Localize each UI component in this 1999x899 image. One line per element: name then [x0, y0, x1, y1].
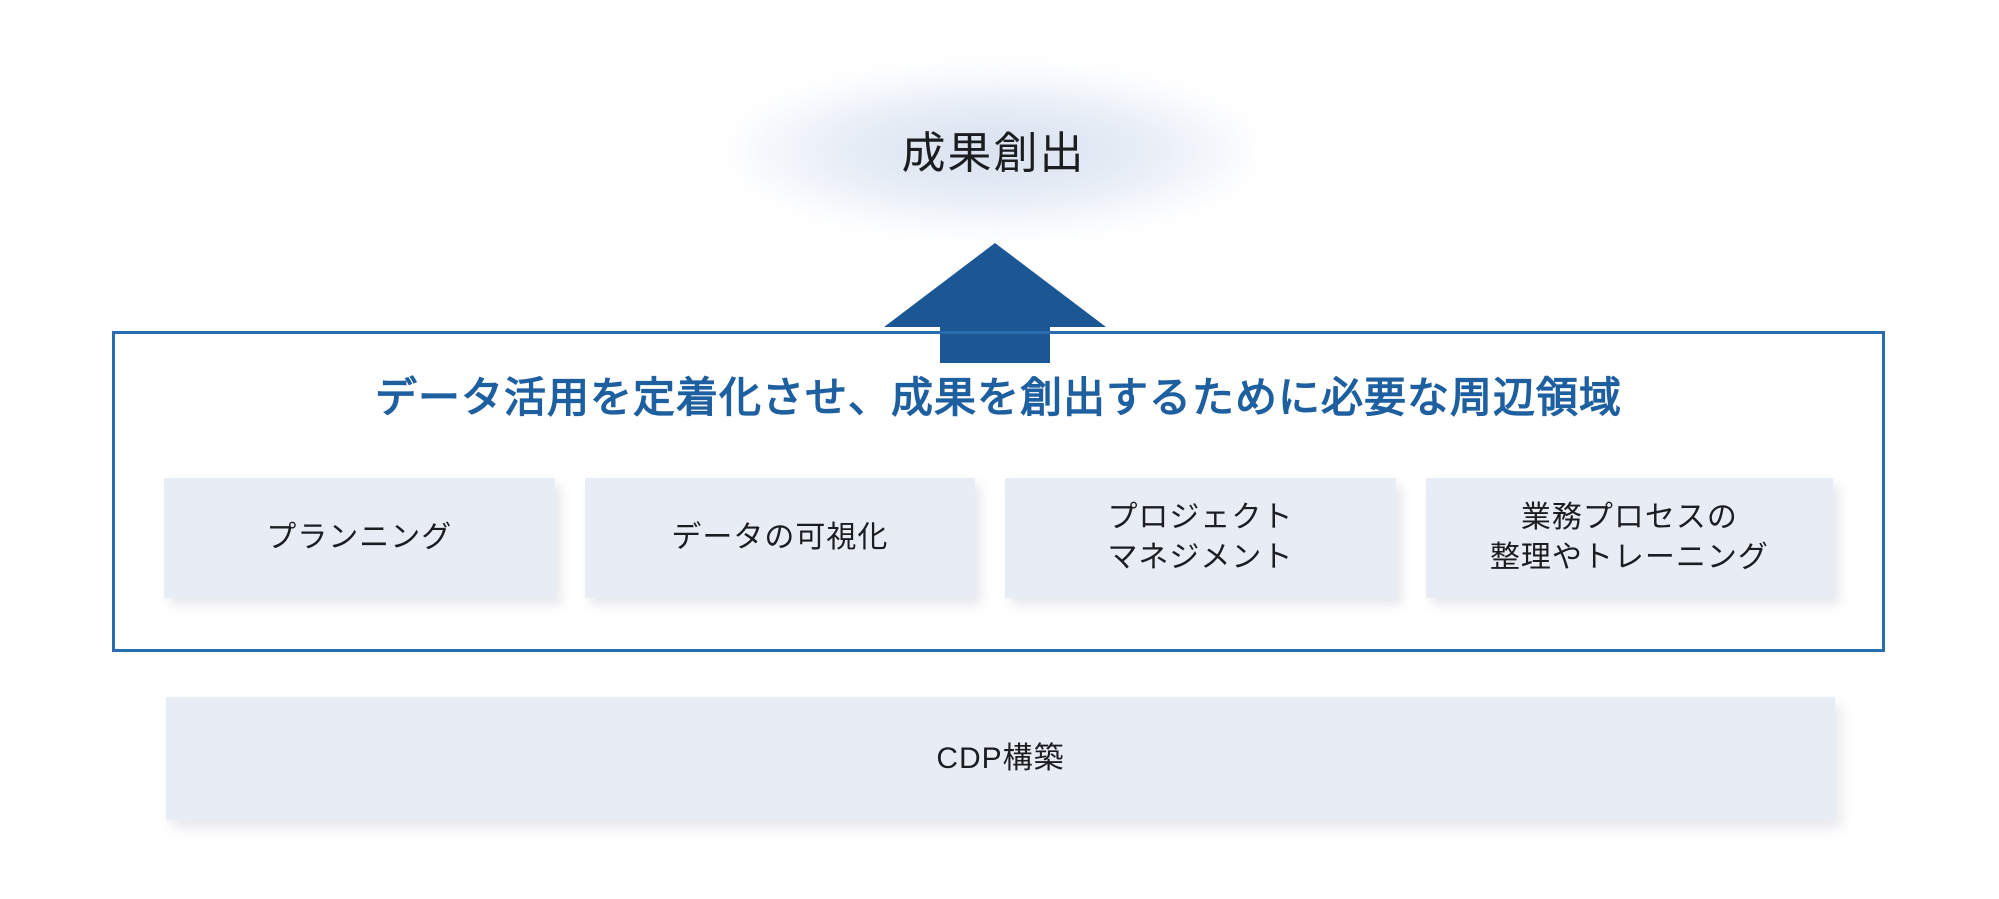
supporting-areas-heading: データ活用を定着化させ、成果を創出するために必要な周辺領域	[374, 374, 1622, 421]
outcome-title-label: 成果創出	[901, 129, 1086, 178]
card-process-training-label: 業務プロセスの 整理やトレーニング	[1489, 501, 1769, 574]
card-visualization[interactable]: データの可視化	[584, 478, 976, 598]
card-visualization-label: データの可視化	[671, 521, 889, 554]
foundation-bar[interactable]: CDP構築	[166, 697, 1835, 820]
card-project-management[interactable]: プロジェクト マネジメント	[1005, 478, 1396, 598]
card-project-management-label: プロジェクト マネジメント	[1107, 501, 1294, 574]
card-process-training[interactable]: 業務プロセスの 整理やトレーニング	[1425, 478, 1833, 598]
arrow-up-icon	[884, 243, 1106, 363]
outcome-title: 成果創出	[0, 126, 1999, 182]
supporting-areas-card-list: プランニング データの可視化 プロジェクト マネジメント 業務プロセスの 整理や…	[164, 478, 1833, 598]
card-planning[interactable]: プランニング	[164, 478, 555, 598]
foundation-bar-label: CDP構築	[936, 741, 1065, 775]
supporting-areas-frame	[112, 331, 1885, 652]
card-planning-label: プランニング	[266, 521, 453, 554]
